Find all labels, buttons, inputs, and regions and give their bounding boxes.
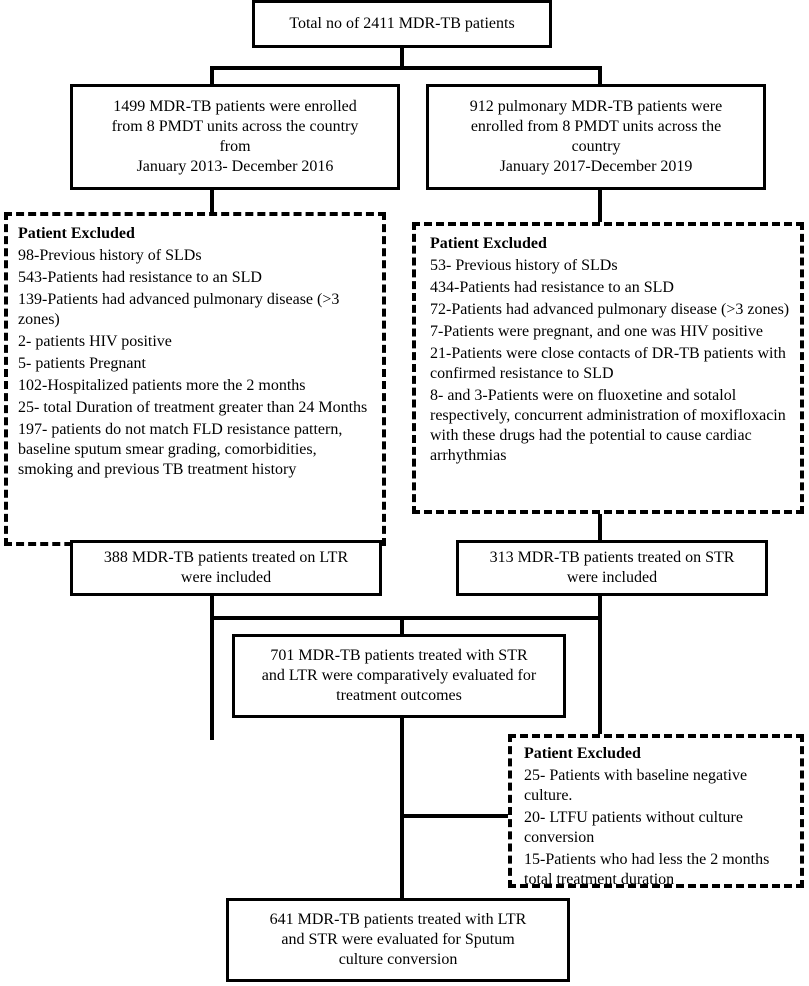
left-included-box: 388 MDR-TB patients treated on LTR were … [70, 540, 382, 596]
left-exclusion-item: 197- patients do not match FLD resistanc… [18, 421, 343, 478]
right-exclusion-heading: Patient Excluded [430, 235, 547, 252]
connector-right-down [598, 66, 602, 86]
left-exclusion-item: 98-Previous history of SLDs [18, 247, 202, 264]
combined-line-2: and LTR were comparatively evaluated for [261, 667, 537, 684]
left-enrolled-line-1: 1499 MDR-TB patients were enrolled [113, 98, 357, 115]
total-patients-text: Total no of 2411 MDR-TB patients [289, 15, 515, 32]
left-enrolled-line-4: January 2013- December 2016 [136, 158, 334, 175]
left-exclusion-item: 139-Patients had advanced pulmonary dise… [18, 291, 340, 328]
connector-branch-exclusion [402, 814, 510, 818]
right-exclusion-item: 21-Patients were close contacts of DR-TB… [430, 345, 786, 382]
connector-right-exclusion-included [598, 512, 602, 740]
right-enrolled-box: 912 pulmonary MDR-TB patients were enrol… [426, 84, 766, 190]
connector-left-enrolled-exclusion [210, 188, 214, 214]
right-exclusion-item: 8- and 3-Patients were on fluoxetine and… [430, 387, 786, 464]
right-included-line-2: were included [566, 569, 658, 586]
connector-left-exclusion-included [210, 544, 214, 740]
bottom-exclusion-item: 25- Patients with baseline negative cult… [524, 767, 748, 804]
connector-left-down [210, 66, 214, 86]
right-exclusion-box: Patient Excluded 53- Previous history of… [412, 222, 804, 514]
connector-middle-down [400, 616, 404, 636]
right-exclusion-item: 7-Patients were pregnant, and one was HI… [430, 323, 763, 340]
combined-line-3: treatment outcomes [336, 687, 462, 704]
left-enrolled-line-2: from 8 PMDT units across the country [111, 118, 359, 135]
left-exclusion-box: Patient Excluded 98-Previous history of … [4, 212, 386, 546]
bottom-exclusion-box: Patient Excluded 25- Patients with basel… [508, 734, 804, 888]
final-line-3: culture conversion [338, 951, 458, 968]
connector-combined-final [400, 716, 404, 900]
final-evaluation-box: 641 MDR-TB patients treated with LTR and… [226, 898, 570, 982]
total-patients-box: Total no of 2411 MDR-TB patients [252, 0, 552, 48]
bottom-exclusion-item: 20- LTFU patients without culture conver… [524, 809, 743, 846]
final-line-1: 641 MDR-TB patients treated with LTR [269, 911, 527, 928]
bottom-exclusion-heading: Patient Excluded [524, 745, 641, 762]
right-enrolled-line-1: 912 pulmonary MDR-TB patients were [469, 98, 723, 115]
combined-evaluation-box: 701 MDR-TB patients treated with STR and… [232, 634, 566, 718]
bottom-exclusion-item: 15-Patients who had less the 2 months to… [524, 851, 770, 888]
left-exclusion-item: 2- patients HIV positive [18, 333, 172, 350]
left-included-line-1: 388 MDR-TB patients treated on LTR [103, 549, 349, 566]
right-enrolled-line-2: enrolled from 8 PMDT units across the [470, 118, 722, 135]
right-enrolled-line-4: January 2017-December 2019 [499, 158, 693, 175]
connector-top-horizontal [210, 66, 602, 70]
connector-right-enrolled-exclusion [598, 188, 602, 224]
right-included-box: 313 MDR-TB patients treated on STR were … [456, 540, 768, 596]
right-enrolled-line-3: country [571, 138, 621, 155]
left-enrolled-line-3: from [219, 138, 251, 155]
left-exclusion-item: 102-Hospitalized patients more the 2 mon… [18, 377, 306, 394]
left-exclusion-item: 25- total Duration of treatment greater … [18, 399, 368, 416]
right-exclusion-item: 72-Patients had advanced pulmonary disea… [430, 301, 790, 318]
left-enrolled-box: 1499 MDR-TB patients were enrolled from … [70, 84, 400, 190]
left-included-line-2: were included [180, 569, 272, 586]
final-line-2: and STR were evaluated for Sputum [281, 931, 515, 948]
left-exclusion-item: 5- patients Pregnant [18, 355, 146, 372]
connector-middle-horizontal [210, 616, 602, 620]
connector-total-down [400, 46, 404, 68]
right-exclusion-item: 434-Patients had resistance to an SLD [430, 279, 674, 296]
combined-line-1: 701 MDR-TB patients treated with STR [270, 647, 528, 664]
left-exclusion-item: 543-Patients had resistance to an SLD [18, 269, 262, 286]
right-exclusion-item: 53- Previous history of SLDs [430, 257, 618, 274]
left-exclusion-heading: Patient Excluded [18, 225, 135, 242]
right-included-line-1: 313 MDR-TB patients treated on STR [489, 549, 735, 566]
